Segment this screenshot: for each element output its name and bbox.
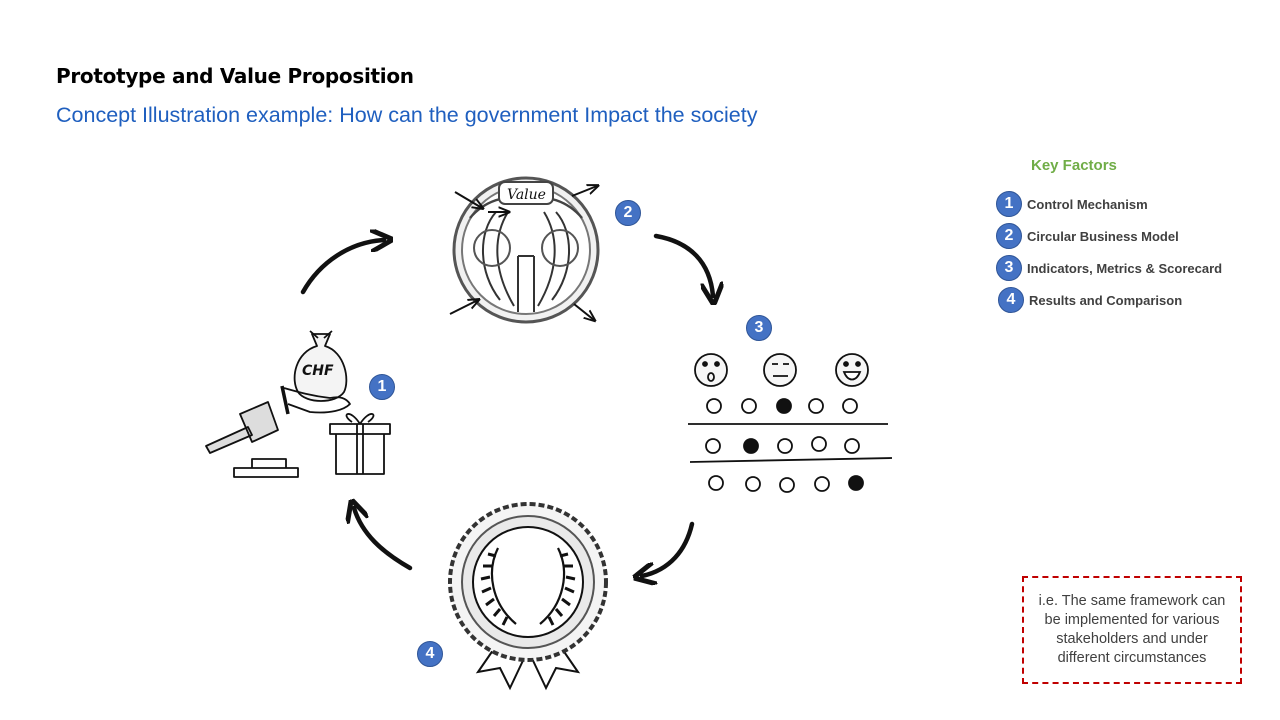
scorecard-illustration <box>688 353 893 493</box>
happy-face-icon <box>835 353 869 387</box>
key-factor-number: 1 <box>996 191 1022 217</box>
key-factor-label: Circular Business Model <box>1027 228 1179 244</box>
arrow-1-to-2 <box>300 240 384 295</box>
framework-note: i.e. The same framework can be implement… <box>1022 576 1242 684</box>
rating-row-1 <box>706 398 858 414</box>
neutral-face-icon <box>763 353 797 387</box>
surprised-face-icon <box>694 353 728 387</box>
step-badge-4: 4 <box>417 641 443 667</box>
control-mechanism-illustration: CHF <box>205 330 391 478</box>
key-factor-label: Indicators, Metrics & Scorecard <box>1027 260 1223 276</box>
arrow-4-to-1 <box>354 508 413 571</box>
step-badge-2: 2 <box>615 200 641 226</box>
gift-box-icon <box>329 413 391 475</box>
key-factor-label: Results and Comparison <box>1029 292 1183 308</box>
key-factor-item: 4 Results and Comparison <box>998 287 1182 313</box>
key-factor-item: 1 Control Mechanism <box>996 191 1148 217</box>
key-factor-item: 2 Circular Business Model <box>996 223 1179 249</box>
framework-note-text: i.e. The same framework can be implement… <box>1038 593 1226 666</box>
hand-icon <box>283 387 351 414</box>
circular-business-model-illustration: Value <box>449 176 598 324</box>
key-factor-item: 3 Indicators, Metrics & Scorecard <box>996 255 1222 281</box>
page-title: Prototype and Value Proposition <box>56 64 414 88</box>
rating-row-3 <box>708 475 864 493</box>
key-factor-number: 3 <box>996 255 1022 281</box>
value-label: Value <box>507 187 546 203</box>
step-badge-1: 1 <box>369 374 395 400</box>
gavel-block-icon <box>233 458 299 478</box>
gavel-icon <box>205 401 279 454</box>
key-factor-number: 2 <box>996 223 1022 249</box>
key-factor-label: Control Mechanism <box>1027 196 1148 212</box>
award-rosette-illustration <box>448 502 608 691</box>
bag-label: CHF <box>302 363 334 379</box>
arrow-3-to-4 <box>642 521 695 576</box>
step-badge-3: 3 <box>746 315 772 341</box>
cycle-arrows <box>300 233 713 576</box>
arrow-2-to-3 <box>653 233 713 296</box>
rating-row-2 <box>705 436 860 454</box>
key-factors-title: Key Factors <box>1031 157 1117 174</box>
key-factor-number: 4 <box>998 287 1024 313</box>
money-bag-icon <box>293 333 348 402</box>
page-subtitle: Concept Illustration example: How can th… <box>56 103 758 127</box>
